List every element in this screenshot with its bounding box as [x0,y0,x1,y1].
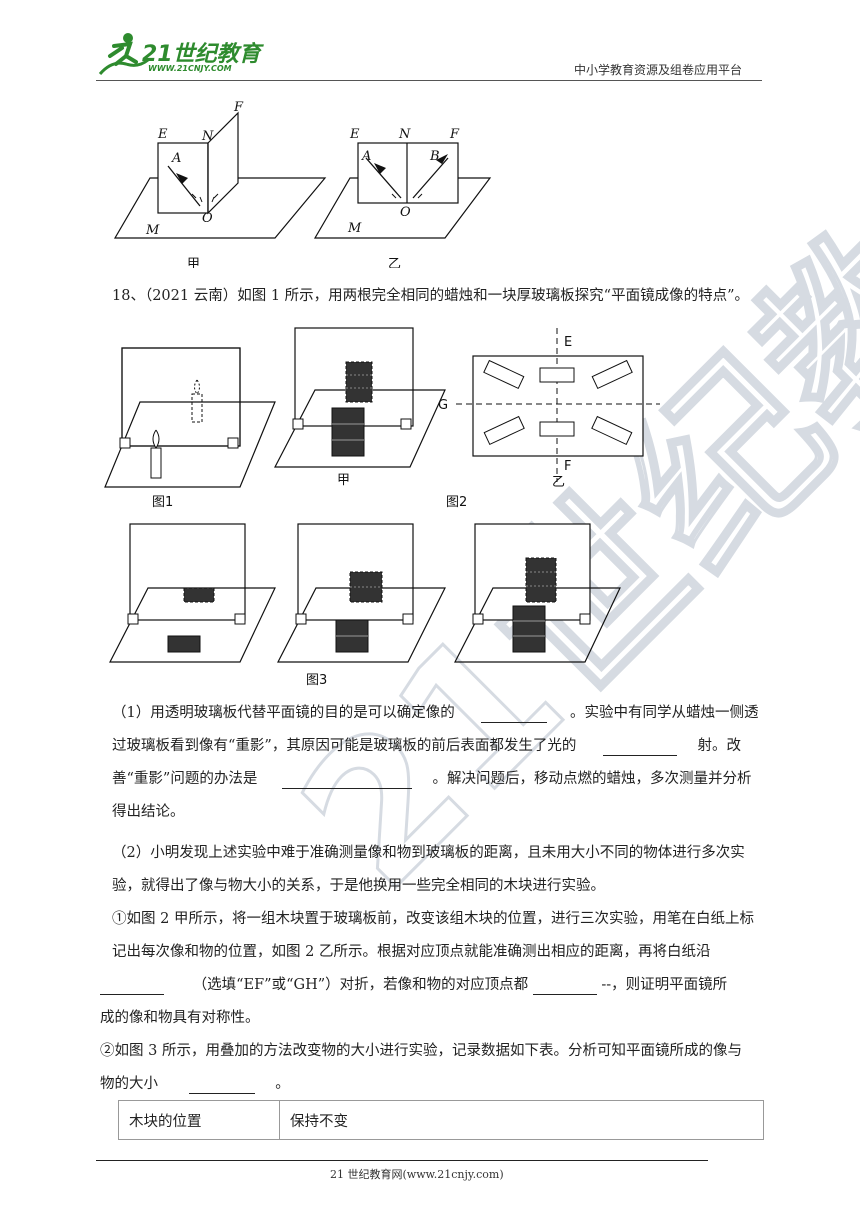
part-3-line-3: （选填“EF”或“GH”）对折，若像和物的对应顶点都 --，则证明平面镜所 [100,969,727,1002]
part-1-line-4: 得出结论。 [112,804,185,820]
figure-3: 图3 [109,523,621,688]
answer-blank-1[interactable] [481,704,548,723]
label-M-left: M [145,223,160,238]
part-3-line-1: ①如图 2 甲所示，将一组木块置于玻璃板前，改变该组木块的位置，进行三次实验，用… [112,911,754,927]
part-1-text-a: （1）用透明玻璃板代替平面镜的目的是可以确定像的 [112,705,455,721]
part-2-line-2: 验，就得出了像与物大小的关系，于是他换用一些完全相同的木块进行实验。 [112,878,605,894]
answer-blank-4[interactable] [100,976,164,995]
label-F-left: F [233,100,244,115]
caption-fig3: 图3 [306,673,327,688]
label-N-left: N [201,129,214,144]
label-M-right: M [347,221,362,236]
part-1-text-c: 过玻璃板看到像有“重影”，其原因可能是玻璃板的前后表面都发生了光的 [112,738,577,754]
part-4-text-b: 物的大小 [100,1076,158,1092]
footer-text: 21 世纪教育网(www.21cnjy.com) [330,1168,504,1181]
figures-1-2: 图1 甲 E F G H 乙 图2 [104,327,660,510]
part-3-text-d: --，则证明平面镜所 [601,977,728,993]
answer-blank-3[interactable] [281,770,412,789]
part-1-text-e: 善“重影”问题的办法是 [112,771,258,787]
caption-yi-top: 乙 [388,257,401,268]
caption-fig1: 图1 [152,495,173,510]
figure-2-jia: 甲 [274,327,446,488]
table-row: 木块的位置 保持不变 [118,1100,764,1140]
figure-3-a [109,523,276,663]
label-E-left: E [157,127,168,142]
label-O-left: O [202,211,213,226]
part-4-line-2: 物的大小 。 [100,1068,290,1101]
answer-blank-2[interactable] [602,737,677,756]
caption-fig2-jia: 甲 [337,473,350,488]
caption-fig2-yi: 乙 [552,475,565,490]
label-F-right: F [449,127,460,142]
platform-text: 中小学教育资源及组卷应用平台 [574,63,743,77]
logo-url: WWW.21CNJY.COM [148,64,232,73]
reflection-figure: E N F A O M 甲 E N F A B O M 乙 [113,100,492,268]
figure-yi: E N F A B O M 乙 [313,127,492,268]
figure-1: 图1 [104,347,276,510]
header-divider [96,80,762,81]
part-4-text-c: 。 [275,1076,290,1092]
table-cell: 保持不变 [279,1100,764,1140]
part-1-text-f: 。解决问题后，移动点燃的蜡烛，多次测量并分析 [432,771,752,787]
part-4-line-1: ②如图 3 所示，用叠加的方法改变物的大小进行实验，记录数据如下表。分析可知平面… [100,1043,742,1059]
table-cell: 木块的位置 [118,1100,280,1140]
header-logo: 21世纪教育 WWW.21CNJY.COM [92,30,262,80]
figure-3-b: 图3 [277,523,446,688]
caption-fig2: 图2 [446,495,467,510]
part-3-line-4: 成的像和物具有对称性。 [100,1010,260,1026]
label-A-right: A [361,149,371,164]
part-1-line-1: （1）用透明玻璃板代替平面镜的目的是可以确定像的 。实验中有同学从蜡烛一侧透 [112,697,758,730]
answer-blank-6[interactable] [188,1075,255,1094]
part-3-line-2: 记出每次像和物的位置，如图 2 乙所示。根据对应顶点就能准确测出相应的距离，再将… [112,944,711,960]
runner-logo-icon [98,33,149,76]
part-1-line-3: 善“重影”问题的办法是 。解决问题后，移动点燃的蜡烛，多次测量并分析 [112,763,752,796]
footer-divider [96,1160,708,1161]
question-intro: 18、（2021 云南）如图 1 所示，用两根完全相同的蜡烛和一块厚玻璃板探究“… [112,288,749,304]
part-3-text-c: （选填“EF”或“GH”）对折，若像和物的对应顶点都 [192,977,529,993]
label-A-left: A [171,151,181,166]
figure-jia: E N F A O M 甲 [113,100,327,268]
label-B-right: B [429,149,440,164]
part-2-line-1: （2）小明发现上述实验中难于准确测量像和物到玻璃板的距离，且未用大小不同的物体进… [112,845,745,861]
part-1-text-b: 。实验中有同学从蜡烛一侧透 [569,705,759,721]
part-1-line-2: 过玻璃板看到像有“重影”，其原因可能是玻璃板的前后表面都发生了光的 射。改 [112,730,741,763]
figure-2-yi: E F G H 乙 图2 [438,328,660,510]
figure-3-c [454,523,621,663]
label-fig2-G: G [438,398,448,413]
data-table: 木块的位置 保持不变 [118,1100,764,1140]
caption-jia-top: 甲 [187,257,200,268]
label-N-right: N [398,127,411,142]
label-O-right: O [400,205,411,220]
answer-blank-5[interactable] [532,976,597,995]
part-1-text-d: 射。改 [697,738,742,754]
label-fig2-E: E [564,335,572,350]
logo-text: 21世纪教育 [142,42,261,67]
label-fig2-F: F [564,459,571,474]
label-E-right: E [349,127,360,142]
